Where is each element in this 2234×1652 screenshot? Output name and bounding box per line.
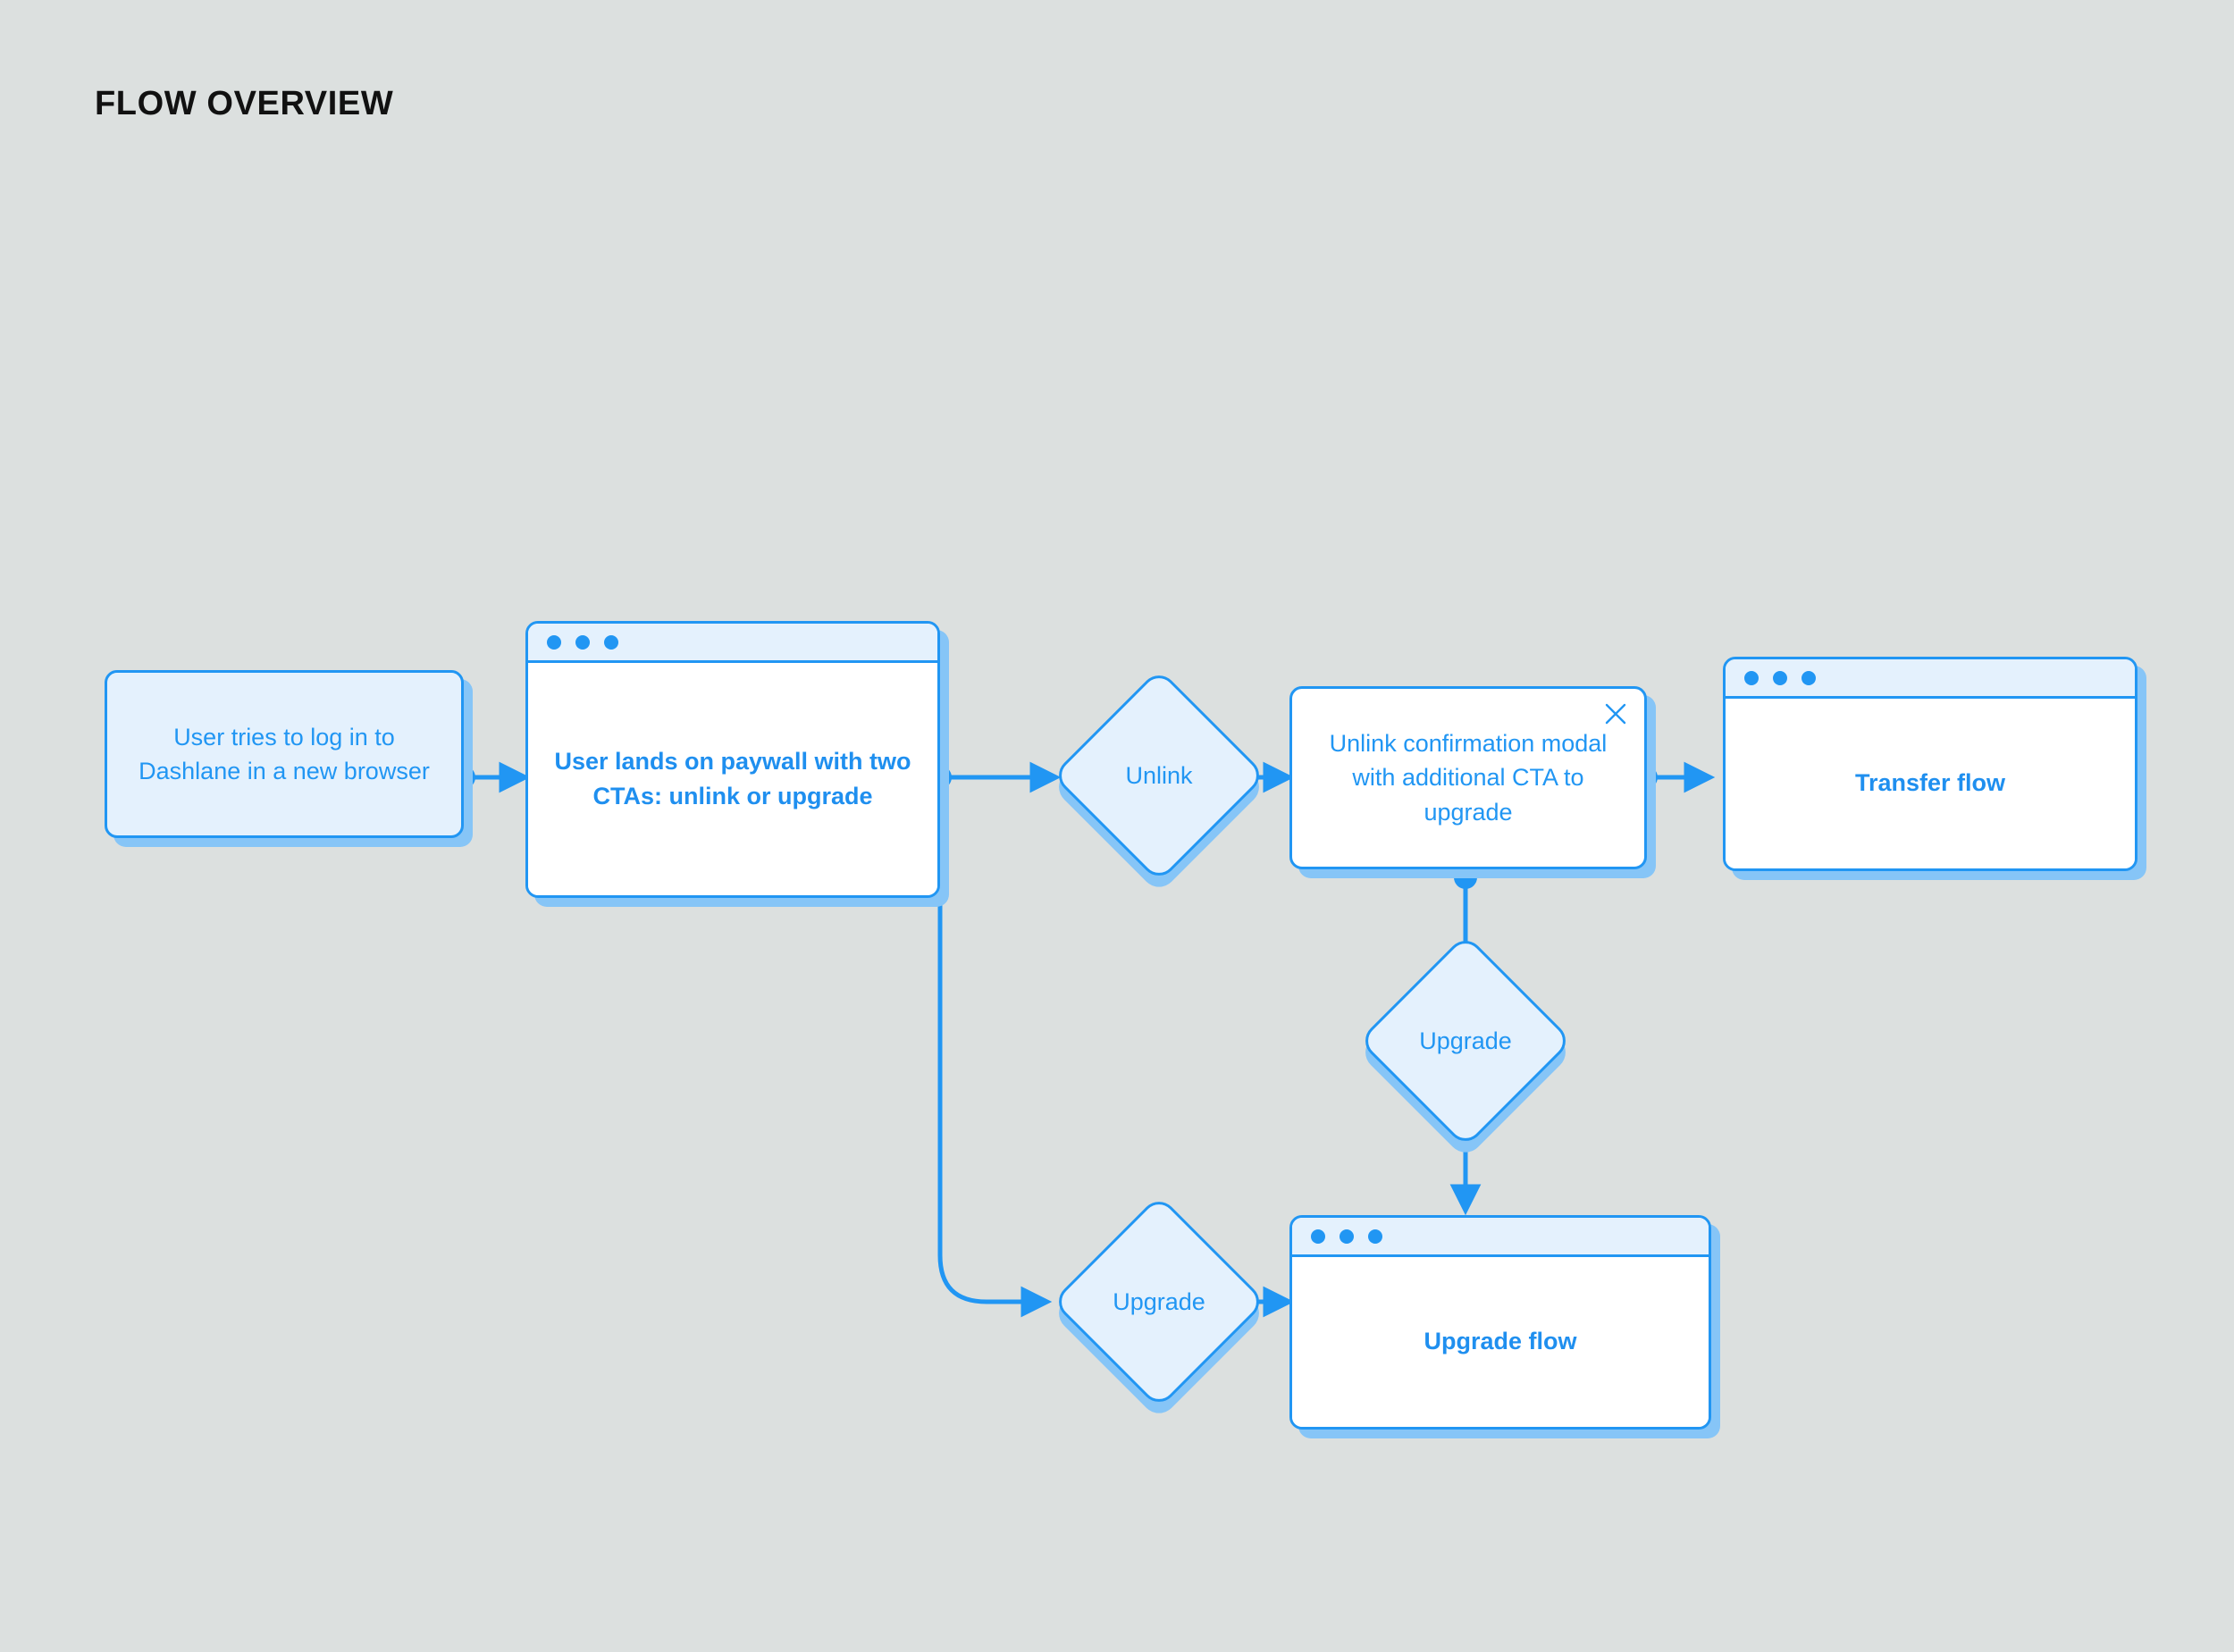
node-transfer-flow-label: Transfer flow bbox=[1854, 769, 2006, 797]
window-content: Upgrade flow bbox=[1292, 1257, 1709, 1427]
window-dot-icon bbox=[1368, 1229, 1382, 1244]
node-upgrade-decision-modal[interactable]: Upgrade bbox=[1357, 933, 1574, 1160]
node-paywall[interactable]: User lands on paywall with two CTAs: unl… bbox=[525, 621, 949, 907]
node-start-label: User tries to log in to Dashlane in a ne… bbox=[139, 723, 430, 784]
node-unlink-modal[interactable]: Unlink confirmation modal with additiona… bbox=[1289, 686, 1656, 878]
node-body: Transfer flow bbox=[1723, 657, 2137, 871]
window-titlebar bbox=[1292, 1218, 1709, 1257]
window-dot-icon bbox=[1340, 1229, 1354, 1244]
node-paywall-label: User lands on paywall with two CTAs: unl… bbox=[554, 747, 911, 809]
node-unlink-decision[interactable]: Unlink bbox=[1051, 667, 1267, 894]
close-icon[interactable] bbox=[1604, 702, 1627, 725]
window-dot-icon bbox=[575, 634, 590, 650]
node-upgrade-decision-paywall[interactable]: Upgrade bbox=[1051, 1194, 1267, 1421]
window-dot-icon bbox=[547, 634, 561, 650]
edge-paywall-to-upgrade-decision bbox=[937, 777, 1053, 1318]
node-body: User tries to log in to Dashlane in a ne… bbox=[105, 670, 464, 838]
node-upgrade-decision-modal-label: Upgrade bbox=[1419, 1027, 1512, 1054]
window-dot-icon bbox=[604, 634, 618, 650]
page-title: FLOW OVERVIEW bbox=[95, 85, 394, 122]
window-dot-icon bbox=[1744, 670, 1759, 685]
node-body: Unlink confirmation modal with additiona… bbox=[1289, 686, 1647, 869]
node-body: Upgrade flow bbox=[1289, 1215, 1711, 1430]
window-titlebar bbox=[528, 624, 937, 663]
window-dot-icon bbox=[1801, 670, 1816, 685]
node-body: User lands on paywall with two CTAs: unl… bbox=[525, 621, 940, 898]
node-transfer-flow[interactable]: Transfer flow bbox=[1723, 657, 2146, 880]
node-upgrade-flow[interactable]: Upgrade flow bbox=[1289, 1215, 1720, 1438]
node-unlink-decision-label: Unlink bbox=[1125, 761, 1193, 789]
node-start[interactable]: User tries to log in to Dashlane in a ne… bbox=[105, 670, 473, 847]
window-titlebar bbox=[1726, 659, 2135, 699]
window-dot-icon bbox=[1773, 670, 1787, 685]
node-upgrade-decision-paywall-label: Upgrade bbox=[1113, 1287, 1205, 1315]
window-content: User lands on paywall with two CTAs: unl… bbox=[528, 663, 937, 895]
node-upgrade-flow-label: Upgrade flow bbox=[1424, 1328, 1577, 1355]
window-dot-icon bbox=[1311, 1229, 1325, 1244]
window-content: Transfer flow bbox=[1726, 699, 2135, 868]
node-unlink-modal-label: Unlink confirmation modal with additiona… bbox=[1329, 730, 1608, 826]
